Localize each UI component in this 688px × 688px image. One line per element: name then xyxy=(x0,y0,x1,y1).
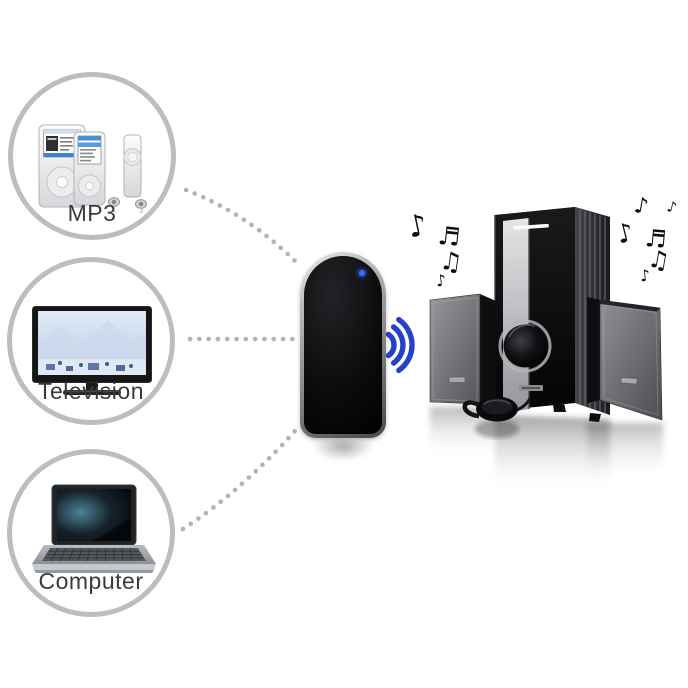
television-icon xyxy=(32,306,154,405)
source-label-computer: Computer xyxy=(38,568,144,594)
source-label-television: Television xyxy=(38,378,144,404)
receiver-front-panel xyxy=(304,256,382,434)
volume-control-pod xyxy=(462,396,532,422)
right-satellite-speaker xyxy=(587,297,663,421)
music-note-icon: ♪ xyxy=(434,270,448,291)
laptop-icon xyxy=(30,484,158,583)
wireless-signal-icon xyxy=(385,316,415,374)
source-label-mp3: MP3 xyxy=(67,200,117,226)
music-note-icon: ♫ xyxy=(645,244,672,276)
subwoofer-indicator-slot xyxy=(513,223,549,230)
dotted-connector-lines xyxy=(180,187,300,532)
earbuds-icon xyxy=(108,197,147,214)
connector-computer-to-receiver xyxy=(180,428,298,532)
source-circle-mp3: MP3 xyxy=(8,72,176,240)
bluetooth-receiver xyxy=(300,252,386,438)
receiver-led-indicator xyxy=(359,270,365,276)
speaker-system-icon xyxy=(429,207,663,495)
subwoofer-front-panel xyxy=(503,218,529,413)
right-satellite-badge xyxy=(620,377,638,385)
subwoofer-driver-ring xyxy=(498,319,552,373)
left-satellite-badge xyxy=(448,376,466,383)
speaker-reflections xyxy=(430,407,663,495)
receiver-reflection xyxy=(301,439,385,477)
subwoofer-driver xyxy=(503,324,547,368)
music-note-icon: ♪ xyxy=(638,265,652,286)
left-satellite-speaker xyxy=(429,293,496,409)
connector-mp3-to-receiver xyxy=(183,187,300,266)
source-circle-computer: Computer xyxy=(7,449,175,617)
source-circle-television: Television xyxy=(7,257,175,425)
ipod-nano-icon xyxy=(73,131,106,206)
ipod-shuffle-icon xyxy=(123,134,142,198)
mp3-players-icon xyxy=(37,119,151,218)
